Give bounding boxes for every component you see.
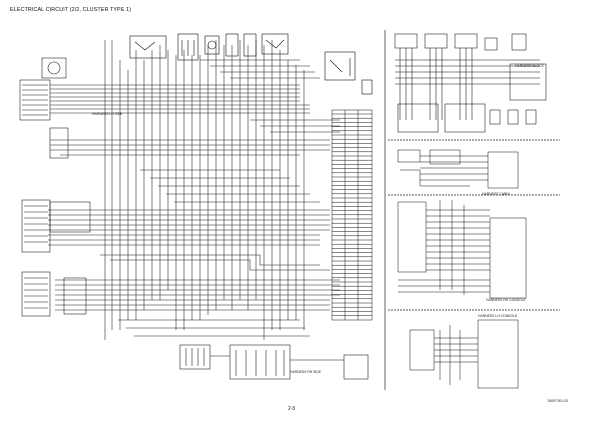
lower-right-circuit (409, 319, 519, 389)
upper-right-relays (394, 33, 547, 133)
drawing-code: 380F2EL03 (547, 398, 568, 403)
page-number: 2-5 (288, 406, 296, 412)
bottom-connectors (179, 344, 369, 380)
main-wire-bundle (48, 40, 340, 340)
harness-label-lh-console: HARNESS LH CONSOLE (478, 314, 518, 318)
harness-label-lh: HARNESS LH SIDE (92, 112, 123, 116)
harness-label-rh: HARNESS RH SIDE (290, 370, 322, 374)
middle-right-circuit (397, 149, 527, 299)
harness-label-console: HARNESS RH CONSOLE (486, 298, 526, 302)
central-terminal-column (331, 109, 373, 321)
harness-label-block: HARNESS BLOCK (515, 64, 544, 68)
page-title: ELECTRICAL CIRCUIT (2/2, CLUSTER TYPE 1) (10, 7, 132, 13)
harness-label-cabin: HARNESS CABIN (482, 192, 510, 196)
panel-divider (384, 30, 560, 390)
left-components (19, 57, 91, 317)
top-connectors (129, 33, 373, 95)
